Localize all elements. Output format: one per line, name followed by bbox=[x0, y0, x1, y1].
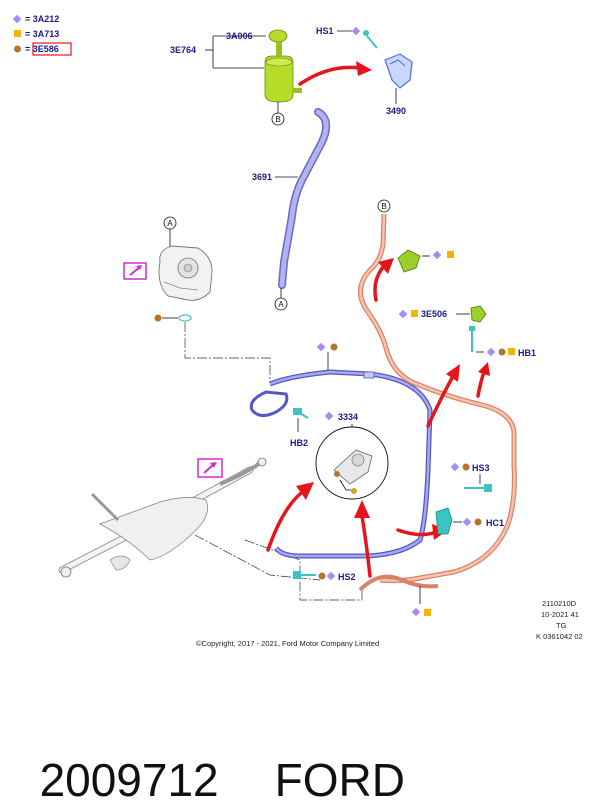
label-bracket: 3490 bbox=[386, 106, 406, 116]
label-hc1: HC1 bbox=[486, 518, 504, 528]
diamond-icon bbox=[326, 571, 336, 581]
legend-item-3a212: = 3A212 bbox=[12, 14, 59, 24]
legend: = 3A212 = 3A713 = 3E586 bbox=[12, 14, 72, 56]
red-arrow bbox=[396, 528, 438, 537]
ref-code: 2110210D bbox=[542, 599, 577, 608]
red-arrow bbox=[476, 370, 486, 398]
red-arrow bbox=[373, 264, 386, 302]
legend-item-3e586[interactable]: = 3E586 bbox=[14, 42, 72, 56]
callout-b-line bbox=[377, 199, 391, 213]
steering-rack[interactable] bbox=[58, 457, 267, 578]
label-3334: 3334 bbox=[338, 412, 358, 422]
copyright-text: ©Copyright, 2017 - 2021, Ford Motor Comp… bbox=[196, 639, 379, 648]
hb1-bolt[interactable] bbox=[469, 326, 475, 352]
hc1-clamp[interactable] bbox=[435, 507, 453, 535]
steering-pump[interactable] bbox=[158, 245, 213, 301]
pressure-line[interactable] bbox=[249, 369, 433, 559]
reservoir-assembly[interactable] bbox=[264, 29, 302, 103]
ref-code: K 0361042 02 bbox=[536, 632, 583, 641]
callout-b-line-text: B bbox=[381, 202, 386, 211]
label-hb2: HB2 bbox=[290, 438, 308, 448]
diamond-icon bbox=[462, 517, 472, 527]
reservoir-cap[interactable] bbox=[268, 29, 288, 43]
label-hs3: HS3 bbox=[472, 463, 490, 473]
red-arrow bbox=[360, 514, 372, 578]
diamond-icon bbox=[351, 26, 361, 36]
square-icon bbox=[14, 30, 21, 37]
footer: 2009712 FORD bbox=[14, 690, 594, 806]
hs1-bolt[interactable] bbox=[363, 30, 378, 49]
ref-code: 10-2021 41 bbox=[541, 610, 579, 619]
label-reservoir: 3E764 bbox=[170, 45, 196, 55]
part-number: 2009712 bbox=[39, 754, 219, 806]
square-icon bbox=[447, 251, 454, 258]
circle-icon bbox=[474, 518, 482, 526]
label-hs2: HS2 bbox=[338, 572, 356, 582]
label-hb1: HB1 bbox=[518, 348, 536, 358]
diamond-icon bbox=[12, 14, 22, 24]
circle-icon bbox=[154, 314, 162, 322]
hs3-bolt[interactable] bbox=[464, 484, 492, 492]
diamond-icon bbox=[432, 250, 442, 260]
diamond-icon bbox=[324, 411, 334, 421]
circle-icon bbox=[14, 45, 21, 53]
diamond-icon bbox=[450, 462, 460, 472]
red-arrow bbox=[426, 376, 454, 428]
hs2-bolt[interactable] bbox=[293, 571, 316, 579]
red-arrow bbox=[266, 492, 302, 552]
highlight-box bbox=[32, 42, 72, 56]
return-line[interactable] bbox=[358, 213, 517, 592]
circle-icon bbox=[330, 343, 338, 351]
label-valve: 3E506 bbox=[421, 309, 447, 319]
hose-3691[interactable] bbox=[278, 108, 331, 289]
o-ring[interactable] bbox=[178, 314, 192, 322]
valve-3e506[interactable] bbox=[470, 305, 487, 323]
hb2-bolt[interactable] bbox=[293, 408, 309, 419]
callout-b-top-text: B bbox=[275, 115, 280, 124]
reservoir-body[interactable] bbox=[264, 55, 294, 103]
brand-name: FORD bbox=[274, 754, 405, 806]
callout-a-pump-text: A bbox=[167, 219, 173, 228]
bracket-3490[interactable] bbox=[384, 53, 413, 89]
clip-bracket[interactable] bbox=[397, 249, 421, 273]
diamond-icon bbox=[411, 607, 421, 617]
legend-text: = 3E586 bbox=[25, 44, 59, 54]
legend-text: = 3A713 bbox=[25, 29, 59, 39]
legend-text: = 3A212 bbox=[25, 14, 59, 24]
diamond-icon bbox=[398, 309, 408, 319]
red-arrow bbox=[298, 65, 362, 86]
square-icon bbox=[508, 348, 515, 355]
label-res-cap: 3A006 bbox=[226, 31, 253, 41]
square-icon bbox=[424, 609, 431, 616]
legend-item-3a713: = 3A713 bbox=[14, 29, 59, 39]
label-hose-3691: 3691 bbox=[252, 172, 272, 182]
diamond-icon bbox=[316, 342, 326, 352]
circle-icon bbox=[318, 572, 326, 580]
callout-a-bottom-text: A bbox=[278, 300, 284, 309]
diamond-icon bbox=[486, 347, 496, 357]
label-hs1: HS1 bbox=[316, 26, 334, 36]
square-icon bbox=[411, 310, 418, 317]
callout-b-top bbox=[271, 112, 285, 126]
circle-icon bbox=[462, 463, 470, 471]
parts-diagram: = 3A212 = 3A713 = 3E586 3A006 3E764 B HS… bbox=[12, 14, 583, 648]
valve-fitting bbox=[333, 449, 373, 494]
callout-a-bottom bbox=[274, 297, 288, 311]
circle-icon bbox=[498, 348, 506, 356]
ref-code: TG bbox=[556, 621, 567, 630]
